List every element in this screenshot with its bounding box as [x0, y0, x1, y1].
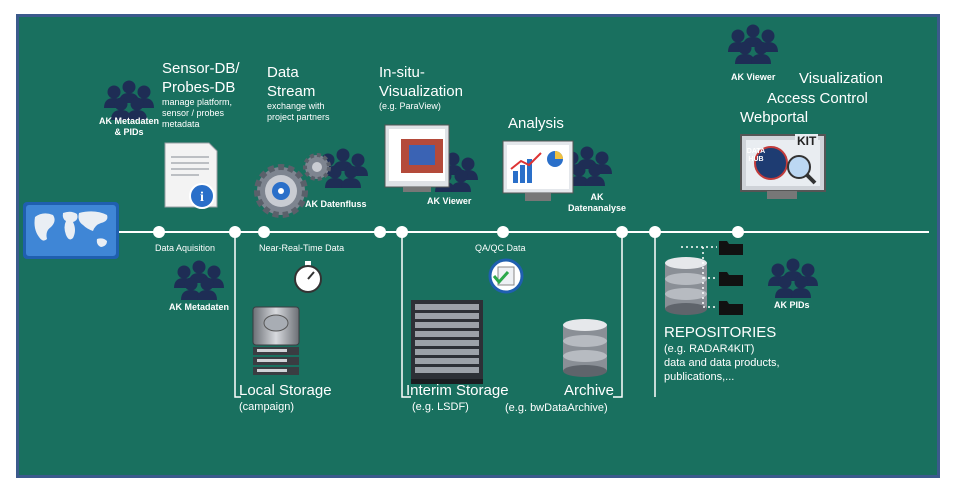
archive-sub: (e.g. bwDataArchive)	[505, 402, 608, 414]
ak-metadaten-pids-label: AK Metadaten & PIDs	[81, 116, 177, 138]
repository-database-icon	[665, 257, 707, 315]
ak-metadaten-label: AK Metadaten	[168, 302, 229, 312]
data-acquisition-label: Data Aquisition	[155, 243, 216, 253]
storage-brackets	[234, 232, 656, 398]
sensor-db-desc-3: metadata	[162, 119, 200, 129]
near-real-time-label: Near-Real-Time Data	[259, 243, 345, 253]
qa-qc-label: QA/QC Data	[475, 243, 526, 253]
vis-access-line2: Access Control	[767, 90, 868, 107]
diagram-graphics: i	[23, 17, 929, 398]
monitor-chart-icon	[384, 124, 450, 192]
ak-metadaten-pids-icon	[104, 81, 154, 121]
gear-disc-icon	[254, 153, 331, 218]
ak-datenanalyse-label: AK Datenanalyse	[562, 192, 632, 214]
monitor-webportal-icon	[740, 134, 826, 199]
data-stream-block: Data Stream exchange with project partne…	[267, 63, 330, 123]
repository-folders	[681, 241, 743, 315]
ak-viewer-top-label: AK Viewer	[731, 72, 776, 82]
ak-pids-icon	[768, 259, 818, 299]
sensor-db-block: Sensor-DB/ Probes-DB manage platform, se…	[162, 59, 240, 130]
repositories-block: REPOSITORIES (e.g. RADAR4KIT) data and d…	[664, 323, 780, 384]
interim-storage-block: Interim Storage (e.g. LSDF)	[406, 381, 509, 414]
kit-logo: KIT	[795, 134, 819, 148]
data-stream-title-2: Stream	[267, 83, 316, 100]
local-storage-sub: (campaign)	[239, 401, 295, 413]
interim-storage-title: Interim Storage	[406, 382, 509, 399]
database-icon	[563, 319, 607, 377]
node-data-stream	[258, 226, 270, 238]
insitu-sub: (e.g. ParaView)	[379, 101, 441, 111]
sensor-db-title-2: Probes-DB	[162, 79, 236, 96]
archive-bracket	[613, 232, 623, 398]
ak-datenanalyse-line2: Datenanalyse	[567, 203, 627, 213]
sensor-db-desc-2: sensor / probes	[162, 108, 225, 118]
document-info-icon: i	[164, 142, 218, 209]
node-analysis	[497, 226, 509, 238]
insitu-block: In-situ- Visualization (e.g. ParaView)	[379, 63, 463, 112]
archive-title: Archive	[564, 382, 615, 399]
workflow-diagram: i	[16, 14, 940, 478]
node-sensor-db	[153, 226, 165, 238]
world-map-icon	[23, 202, 119, 259]
monitor-analytics-icon	[502, 140, 574, 201]
sensor-db-desc-1: manage platform,	[162, 97, 233, 107]
repositories-line2: data and data products,	[664, 357, 780, 369]
ak-datenanalyse-line1: AK	[590, 192, 604, 202]
vis-access-line3: Webportal	[740, 109, 809, 126]
ak-viewer-top-icon	[728, 25, 778, 65]
svg-text:i: i	[200, 190, 204, 205]
insitu-title-1: In-situ-	[379, 64, 425, 81]
hard-drive-icon	[252, 306, 300, 375]
ak-metadaten-pids-line1: AK Metadaten	[98, 116, 159, 126]
repositories-line3: publications,...	[664, 371, 735, 383]
stopwatch-icon	[294, 261, 322, 293]
ak-metadaten-pids-line2: & PIDs	[114, 127, 144, 137]
vis-access-line1: Visualization	[799, 70, 883, 87]
repositories-title: REPOSITORIES	[664, 324, 777, 341]
local-storage-block: Local Storage (campaign)	[239, 381, 332, 414]
interim-storage-bracket	[401, 232, 411, 398]
interim-storage-sub: (e.g. LSDF)	[412, 401, 469, 413]
repositories-line1: (e.g. RADAR4KIT)	[664, 343, 755, 355]
checklist-icon	[488, 258, 524, 294]
server-rack-icon	[411, 300, 483, 384]
local-storage-bracket	[234, 232, 241, 398]
data-stream-desc-2: project partners	[267, 112, 330, 122]
data-stream-title-1: Data	[267, 64, 299, 81]
node-webportal	[732, 226, 744, 238]
analysis-title: Analysis	[508, 115, 564, 132]
ak-datenfluss-label: AK Datenfluss	[305, 199, 367, 209]
data-hub-logo: DATA HUB	[746, 148, 766, 163]
ak-pids-label: AK PIDs	[774, 300, 810, 310]
data-stream-desc-1: exchange with	[267, 101, 325, 111]
ak-metadaten-icon	[174, 261, 224, 301]
folder-icon	[719, 241, 743, 315]
insitu-title-2: Visualization	[379, 83, 463, 100]
node-insitu	[374, 226, 386, 238]
local-storage-title: Local Storage	[239, 382, 332, 399]
ak-viewer-insitu-label: AK Viewer	[427, 196, 472, 206]
sensor-db-title-1: Sensor-DB/	[162, 60, 240, 77]
